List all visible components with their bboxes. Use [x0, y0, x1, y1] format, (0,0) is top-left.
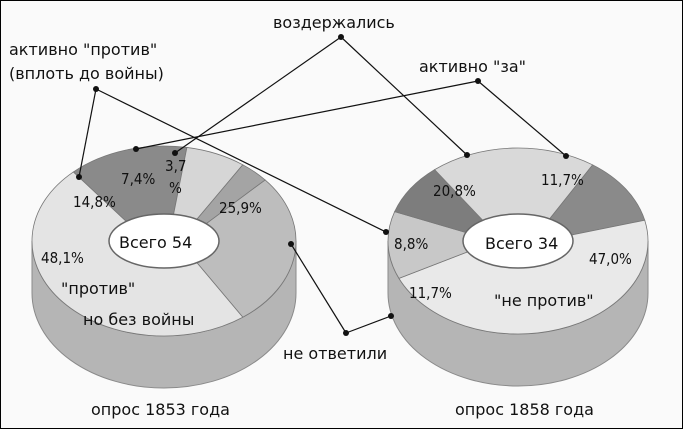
- label-1858-notagainst: 47,0%: [589, 250, 632, 268]
- label-1858-against: 8,8%: [394, 235, 428, 253]
- label-1853-for: 7,4%: [121, 170, 155, 188]
- label-1858-for: 11,7%: [541, 171, 584, 189]
- dot-against-origin: [93, 86, 99, 92]
- dot-1853-abstained: [172, 150, 178, 156]
- title-1858: опрос 1858 года: [455, 400, 594, 419]
- dot-1853-for: [133, 146, 139, 152]
- label-1853-small-b: %: [169, 179, 182, 197]
- dot-1858-noanswer: [388, 313, 394, 319]
- line-noanswer-1853: [290, 243, 347, 334]
- line-for-1858: [477, 80, 567, 157]
- inner-label-1858: "не против": [494, 291, 594, 310]
- pie-1858-center-hole: [462, 213, 574, 269]
- dot-1858-against: [383, 229, 389, 235]
- dot-1858-abstained: [464, 152, 470, 158]
- line-abstained-1853: [174, 36, 342, 154]
- annotation-no-answer: не ответили: [283, 344, 387, 363]
- line-noanswer-1858: [345, 315, 392, 334]
- label-1858-abstained: 20,8%: [433, 182, 476, 200]
- title-1853: опрос 1853 года: [91, 400, 230, 419]
- center-1853: Всего 54: [119, 233, 192, 252]
- connector-lines: [78, 36, 567, 334]
- label-1853-abstained: 25,9%: [219, 199, 262, 217]
- pie-1853: [31, 145, 297, 389]
- dot-for-origin: [475, 78, 481, 84]
- inner-label-1853-b: но без войны: [83, 310, 194, 329]
- dot-1858-for: [563, 153, 569, 159]
- line-against-1858: [95, 88, 387, 233]
- dot-abstained-origin: [338, 34, 344, 40]
- label-1853-against: 14,8%: [73, 193, 116, 211]
- center-1858: Всего 34: [485, 234, 558, 253]
- connector-dots: [76, 34, 569, 336]
- inner-label-1853-a: "против": [61, 279, 135, 298]
- annotation-abstained: воздержались: [273, 13, 395, 32]
- pie-1858: [387, 147, 649, 387]
- label-1853-small-a: 3,7: [165, 157, 186, 175]
- annotation-active-against-1: активно "против": [9, 40, 157, 59]
- pie-1853-center-hole: [108, 213, 220, 269]
- dot-1853-noanswer: [288, 241, 294, 247]
- dot-noanswer-origin: [343, 330, 349, 336]
- annotation-active-for: активно "за": [419, 57, 526, 76]
- dot-1853-against: [76, 174, 82, 180]
- label-1853-noanswer: 48,1%: [41, 249, 84, 267]
- line-against-1853: [78, 88, 97, 178]
- line-for-1853: [135, 80, 479, 150]
- label-1858-noanswer: 11,7%: [409, 284, 452, 302]
- annotation-active-against-2: (вплоть до войны): [9, 64, 164, 83]
